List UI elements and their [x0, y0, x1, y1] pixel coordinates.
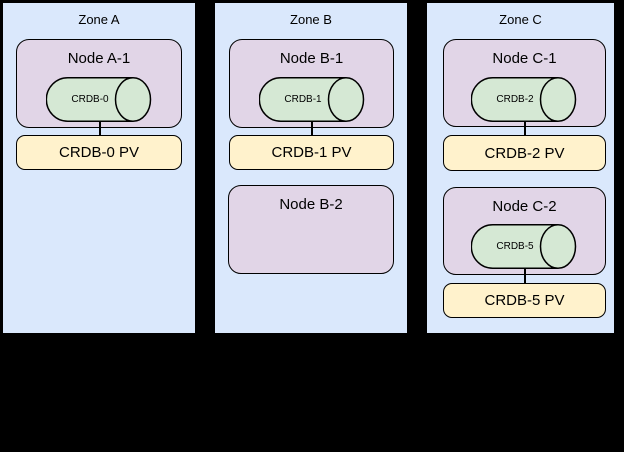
connector-a1-pv — [99, 121, 101, 137]
db-label-crdb1: CRDB-1 — [284, 94, 322, 105]
db-label-crdb2: CRDB-2 — [496, 94, 534, 105]
node-b1-label: Node B-1 — [279, 50, 344, 67]
pv-crdb5-label: CRDB-5 PV — [484, 292, 565, 309]
database-cylinder-crdb1: CRDB-1 — [259, 77, 365, 122]
zone-b-label: Zone B — [290, 12, 332, 27]
pv-crdb1: CRDB-1 PV — [229, 135, 394, 170]
pv-crdb0: CRDB-0 PV — [16, 135, 182, 170]
node-b2: Node B-2 — [228, 185, 394, 274]
connector-c2-pv — [524, 268, 526, 284]
zone-c-label: Zone C — [499, 12, 542, 27]
node-b2-label: Node B-2 — [279, 196, 343, 213]
db-label-crdb5: CRDB-5 — [496, 241, 534, 252]
node-c1-label: Node C-1 — [492, 50, 557, 67]
pv-crdb2: CRDB-2 PV — [443, 135, 606, 171]
database-cylinder-icon — [471, 224, 577, 269]
database-cylinder-icon — [259, 77, 365, 122]
database-cylinder-crdb5: CRDB-5 — [471, 224, 577, 269]
database-cylinder-icon — [471, 77, 577, 122]
zone-c: Zone C Node C-1 CRDB-2 CRDB-2 PV Node C-… — [425, 1, 616, 335]
database-cylinder-crdb0: CRDB-0 — [46, 77, 152, 122]
node-a1-label: Node A-1 — [67, 50, 131, 67]
pv-crdb0-label: CRDB-0 PV — [58, 144, 140, 161]
database-cylinder-crdb2: CRDB-2 — [471, 77, 577, 122]
node-c2-label: Node C-2 — [492, 198, 557, 215]
pv-crdb1-label: CRDB-1 PV — [271, 144, 352, 161]
db-label-crdb0: CRDB-0 — [71, 94, 109, 105]
pv-crdb2-label: CRDB-2 PV — [484, 144, 565, 162]
zone-a-label: Zone A — [78, 12, 120, 27]
database-cylinder-icon — [46, 77, 152, 122]
zone-b: Zone B Node B-1 CRDB-1 CRDB-1 PV Node B-… — [213, 1, 409, 335]
pv-crdb5: CRDB-5 PV — [443, 283, 606, 318]
zone-a: Zone A Node A-1 CRDB-0 CRDB-0 PV — [1, 1, 197, 335]
connector-c1-pv — [524, 121, 526, 137]
connector-b1-pv — [311, 121, 313, 137]
